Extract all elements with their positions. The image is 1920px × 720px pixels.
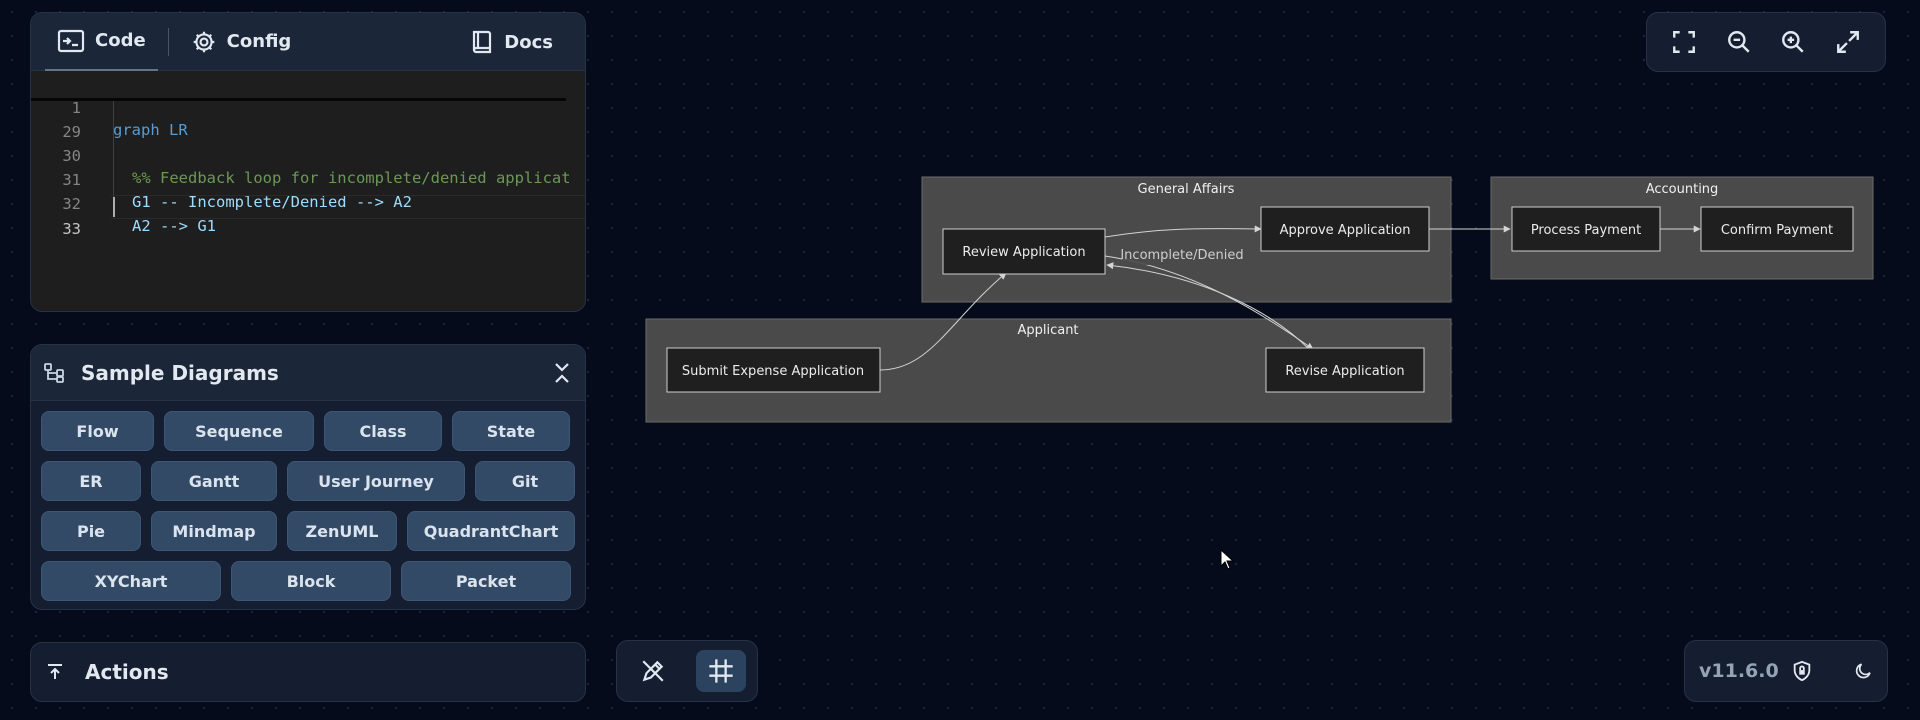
indent-guide <box>113 101 114 199</box>
pen-button[interactable] <box>628 650 678 692</box>
sample-diagrams-panel: Sample Diagrams Flow Sequence Class Stat… <box>30 344 586 610</box>
code-line: 31 G1 -- Incomplete/Denied --> A2 <box>31 147 585 211</box>
svg-text:Process Payment: Process Payment <box>1531 223 1641 238</box>
edge-submit-review <box>879 272 1007 371</box>
edge-label-incomplete-denied: Incomplete/Denied <box>1120 245 1244 265</box>
docs-link-label: Docs <box>504 31 553 53</box>
svg-text:Approve Application: Approve Application <box>1280 223 1411 238</box>
node-review-application[interactable]: Review Application <box>942 228 1106 275</box>
line-number: 1 <box>71 99 81 117</box>
sample-flow-button[interactable]: Flow <box>41 411 154 451</box>
tab-code-label: Code <box>95 30 146 51</box>
svg-text:Review Application: Review Application <box>962 245 1085 260</box>
tab-config[interactable]: Config <box>179 13 304 71</box>
collapse-icon[interactable] <box>551 360 573 386</box>
grid-icon <box>709 659 733 683</box>
svg-text:Confirm Payment: Confirm Payment <box>1721 223 1833 238</box>
mouse-cursor-icon <box>1220 549 1235 570</box>
node-process-payment[interactable]: Process Payment <box>1511 206 1661 252</box>
shield-lock-icon[interactable] <box>1791 658 1813 684</box>
upload-icon <box>48 664 62 679</box>
tab-separator <box>167 27 169 56</box>
sample-git-button[interactable]: Git <box>475 461 575 501</box>
line-text: A2 --> G1 <box>132 217 216 235</box>
sample-diagrams-header[interactable]: Sample Diagrams <box>31 345 585 401</box>
tab-code[interactable]: Code <box>45 13 158 71</box>
sample-user-journey-button[interactable]: User Journey <box>287 461 465 501</box>
code-line: 33 <box>31 196 585 238</box>
line-text: %% Feedback loop for incomplete/denied a… <box>132 169 571 187</box>
code-line: 32 A2 --> G1 <box>31 171 585 235</box>
sample-state-button[interactable]: State <box>452 411 570 451</box>
gear-icon <box>193 31 214 52</box>
current-line-highlight <box>111 195 585 219</box>
expand-icon[interactable] <box>1835 29 1861 55</box>
zoom-in-icon[interactable] <box>1780 29 1806 55</box>
sample-quadrantchart-button[interactable]: QuadrantChart <box>407 511 575 551</box>
svg-text:Revise Application: Revise Application <box>1285 364 1404 379</box>
sample-diagrams-title: Sample Diagrams <box>81 360 279 385</box>
node-submit-expense-application[interactable]: Submit Expense Application <box>666 347 881 393</box>
sample-sequence-button[interactable]: Sequence <box>164 411 314 451</box>
code-line: 30 %% Feedback loop for incomplete/denie… <box>31 123 585 187</box>
sample-block-button[interactable]: Block <box>231 561 391 601</box>
diagram-canvas[interactable]: General Affairs Accounting Applicant Inc… <box>640 170 1880 450</box>
line-text: G1 -- Incomplete/Denied --> A2 <box>132 193 412 211</box>
sample-zenuml-button[interactable]: ZenUML <box>287 511 397 551</box>
edge-revise-review <box>1106 262 1311 351</box>
sample-class-button[interactable]: Class <box>324 411 442 451</box>
version-panel: v11.6.0 <box>1684 640 1888 702</box>
subgraph-label: Applicant <box>1017 323 1078 338</box>
sticky-scroll-shadow <box>31 98 566 101</box>
version-label: v11.6.0 <box>1699 660 1779 682</box>
sample-mindmap-button[interactable]: Mindmap <box>151 511 277 551</box>
edge-review-approve <box>1104 225 1262 238</box>
sample-er-button[interactable]: ER <box>41 461 141 501</box>
line-text: graph LR <box>113 121 188 139</box>
code-icon <box>57 29 85 52</box>
sample-gantt-button[interactable]: Gantt <box>151 461 277 501</box>
actions-title: Actions <box>85 660 169 684</box>
line-number: 31 <box>62 171 81 189</box>
fit-view-icon[interactable] <box>1671 29 1697 55</box>
book-icon <box>473 30 492 54</box>
editor-tabs: Code Config Docs <box>31 13 585 71</box>
node-revise-application[interactable]: Revise Application <box>1265 347 1425 393</box>
diagram-icon <box>44 362 64 383</box>
pen-icon <box>642 660 664 682</box>
line-number: 32 <box>62 195 81 213</box>
docs-link[interactable]: Docs <box>458 13 565 71</box>
line-number: 30 <box>62 147 81 165</box>
actions-panel[interactable]: Actions <box>30 642 586 702</box>
sample-packet-button[interactable]: Packet <box>401 561 571 601</box>
text-cursor <box>113 197 115 217</box>
code-line: 1 graph LR <box>31 75 585 139</box>
sample-xychart-button[interactable]: XYChart <box>41 561 221 601</box>
editor-panel: Code Config Docs 1 graph LR 29 <box>30 12 586 312</box>
svg-text:Submit Expense Application: Submit Expense Application <box>682 364 864 379</box>
code-line: 29 <box>31 99 585 141</box>
subgraph-label: General Affairs <box>1138 182 1235 197</box>
subgraph-label: Accounting <box>1646 182 1719 197</box>
canvas-tools <box>616 640 758 702</box>
code-editor[interactable]: 1 graph LR 29 30 %% Feedback loop for in… <box>31 71 585 311</box>
zoom-toolbar <box>1646 12 1886 72</box>
sample-pie-button[interactable]: Pie <box>41 511 141 551</box>
line-number: 29 <box>62 123 81 141</box>
node-approve-application[interactable]: Approve Application <box>1260 206 1430 252</box>
svg-text:Incomplete/Denied: Incomplete/Denied <box>1120 248 1243 263</box>
zoom-out-icon[interactable] <box>1726 29 1752 55</box>
moon-icon[interactable] <box>1853 659 1873 683</box>
node-confirm-payment[interactable]: Confirm Payment <box>1700 206 1854 252</box>
tab-config-label: Config <box>226 31 292 52</box>
grid-toggle-button[interactable] <box>696 650 746 692</box>
line-number: 33 <box>62 220 81 238</box>
